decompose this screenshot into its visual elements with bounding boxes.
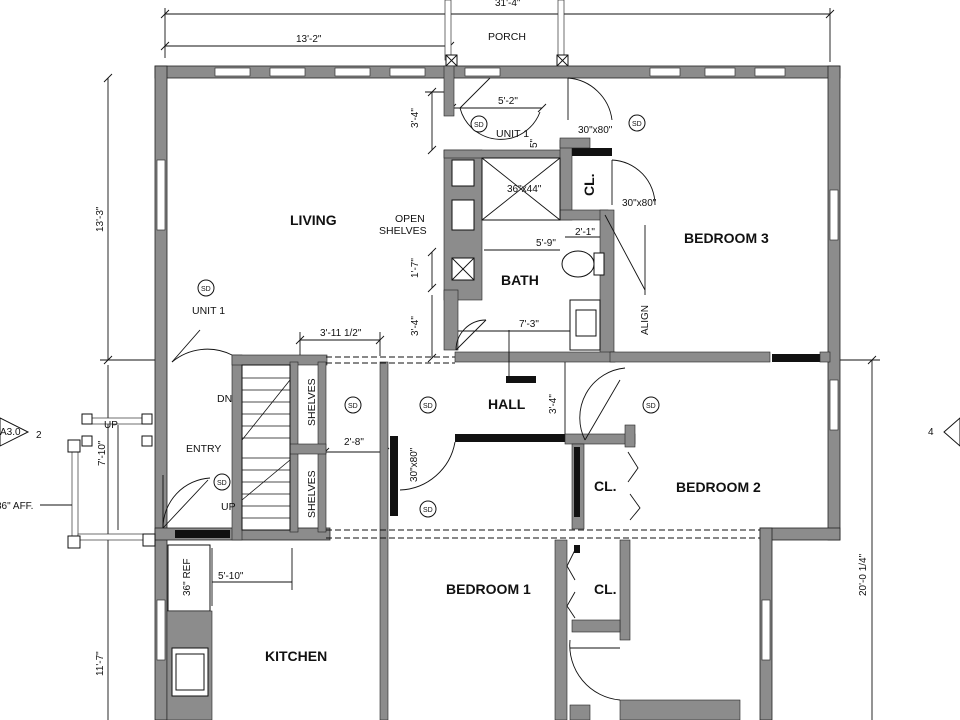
label-open-shelves-2: SHELVES: [379, 225, 427, 237]
doors: [162, 77, 656, 701]
room-bedroom2: BEDROOM 2: [676, 479, 761, 495]
label-stair-up: UP: [221, 501, 236, 513]
windows: [156, 67, 839, 661]
label-shower: 36"x44": [507, 184, 542, 195]
section-ref-left: A3.0: [0, 427, 21, 438]
dim-stair-width: 3'-11 1/2": [320, 328, 362, 339]
sd-label: SD: [646, 403, 656, 410]
sd-label: SD: [348, 403, 358, 410]
dim-right-vertical: 20'-0 1/4": [858, 553, 869, 596]
label-door-30x80-hall: 30"x80": [409, 447, 420, 482]
label-open-shelves-1: OPEN: [395, 213, 425, 225]
section-num-right: 4: [928, 427, 934, 438]
dashed-walls: [326, 356, 760, 539]
sd-label: SD: [201, 286, 211, 293]
room-bath: BATH: [501, 272, 539, 288]
label-ref: 36" REF: [182, 559, 193, 596]
closet-bedroom2: CL.: [594, 478, 617, 494]
sd-label: SD: [423, 507, 433, 514]
dimension-labels: 31'-4" 13'-2" 5'-2" 5" 2'-1" 5'-9" 7'-3"…: [95, 0, 869, 676]
dim-bath-w2: 5'-9": [536, 238, 556, 249]
label-unit1-top: UNIT 1: [496, 128, 529, 140]
label-stair-dn: DN: [217, 393, 232, 405]
section-markers: A3.0 2 4: [0, 417, 960, 447]
label-unit1-left: UNIT 1: [192, 305, 225, 317]
room-kitchen: KITCHEN: [265, 648, 327, 664]
room-labels: PORCH LIVING BEDROOM 3 BATH HALL BEDROOM…: [186, 31, 769, 664]
porch: [444, 0, 569, 67]
dim-bath-lower: 3'-4": [410, 316, 421, 336]
closet-bedroom1: CL.: [594, 581, 617, 597]
dim-small-5: 5": [529, 138, 540, 148]
label-door-30x80-top: 30"x80": [578, 125, 613, 136]
room-living: LIVING: [290, 212, 337, 228]
room-entry: ENTRY: [186, 443, 221, 455]
dim-bath-w3: 7'-3": [519, 319, 539, 330]
room-bedroom1: BEDROOM 1: [446, 581, 531, 597]
label-aff: 36" AFF.: [0, 501, 33, 512]
label-align: ALIGN: [640, 305, 651, 335]
dim-left-vertical: 13'-3": [95, 206, 106, 232]
dim-shower-wall: 1'-7": [410, 258, 421, 278]
annotations: UNIT 1 UNIT 1 OPEN SHELVES SHELVES SHELV…: [0, 125, 657, 596]
section-num-left: 2: [36, 430, 42, 441]
dim-stoop: 7'-10": [97, 440, 108, 466]
dim-ref-side: 5'-10": [218, 571, 244, 582]
room-porch: PORCH: [488, 31, 526, 43]
fixtures: [40, 157, 646, 720]
smoke-detectors: SD SD SD SD SD SD SD SD: [197, 114, 660, 518]
dim-bath-w1: 2'-1": [575, 227, 595, 238]
room-bedroom3: BEDROOM 3: [684, 230, 769, 246]
sd-label: SD: [217, 480, 227, 487]
room-hall: HALL: [488, 396, 526, 412]
dim-shelf-gap: 2'-8": [344, 437, 364, 448]
interior-walls: [231, 65, 831, 720]
dimension-lines: [100, 8, 880, 720]
label-shelves-lower: SHELVES: [306, 470, 318, 518]
sd-label: SD: [423, 403, 433, 410]
dim-kitchen-vertical: 11'-7": [95, 651, 106, 676]
sd-label: SD: [474, 122, 484, 129]
label-stoop-up: UP: [104, 420, 118, 431]
closet-bedroom3: CL.: [581, 173, 597, 196]
dim-bath-top: 3'-4": [410, 108, 421, 128]
sd-label: SD: [632, 121, 642, 128]
dim-top-left: 13'-2": [296, 34, 322, 45]
dim-unit-width: 5'-2": [498, 96, 518, 107]
label-shelves-upper: SHELVES: [306, 378, 318, 426]
dim-hall-vertical: 3'-4": [548, 394, 559, 414]
label-door-30x80-b3: 30"x80": [622, 198, 657, 209]
dim-overall-top: 31'-4": [495, 0, 521, 9]
